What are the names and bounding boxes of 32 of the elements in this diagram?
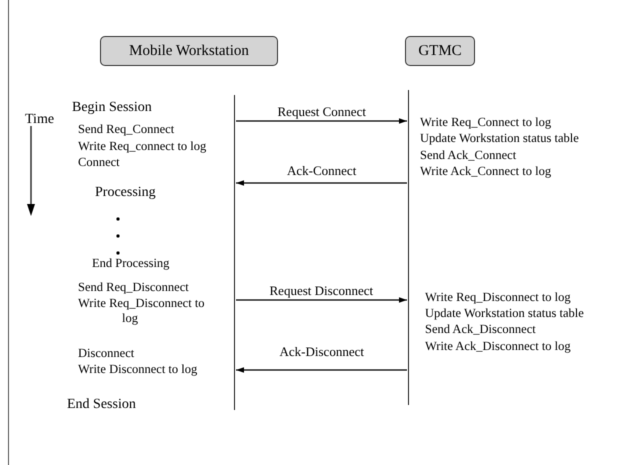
message-arrow — [236, 118, 407, 124]
step-text: Write Req_connect to log — [78, 139, 206, 154]
edge-label: Ack-Disconnect — [278, 344, 365, 359]
step-text: Send Req_Connect — [78, 122, 174, 137]
axis-label: Time — [25, 111, 54, 128]
edge-label: Request Connect — [276, 104, 367, 119]
step-heading: Begin Session — [72, 99, 152, 116]
step-heading: End Session — [67, 396, 136, 413]
step-text: Write Req_Disconnect to log — [425, 290, 571, 305]
message-arrow — [236, 180, 407, 186]
message-arrow — [236, 297, 407, 303]
participant-box: Mobile Workstation — [100, 36, 278, 66]
step-text: Update Workstation status table — [420, 131, 579, 146]
edge-label: Request Disconnect — [268, 283, 374, 298]
lifeline — [234, 95, 235, 410]
step-text: Write Req_Disconnect to log — [78, 296, 206, 326]
participant-box: GTMC — [405, 36, 475, 66]
step-text: Send Ack_Connect — [420, 148, 516, 163]
step-text: Disconnect — [78, 346, 134, 361]
step-text: Connect — [78, 155, 120, 170]
step-text: Write Req_Connect to log — [420, 115, 552, 130]
step-heading: Processing — [95, 184, 156, 201]
edge-label: Ack-Connect — [286, 163, 358, 178]
step-text: End Processing — [92, 256, 170, 271]
lifeline — [408, 90, 409, 405]
step-text: Write Ack_Connect to log — [420, 164, 552, 179]
message-arrow — [236, 367, 407, 373]
step-text: Write Disconnect to log — [78, 362, 198, 377]
step-text: Send Req_Disconnect — [78, 280, 189, 295]
step-text: Update Workstation status table — [425, 306, 584, 321]
step-text: Write Ack_Disconnect to log — [425, 339, 571, 354]
step-text: Send Ack_Disconnect — [425, 322, 536, 337]
